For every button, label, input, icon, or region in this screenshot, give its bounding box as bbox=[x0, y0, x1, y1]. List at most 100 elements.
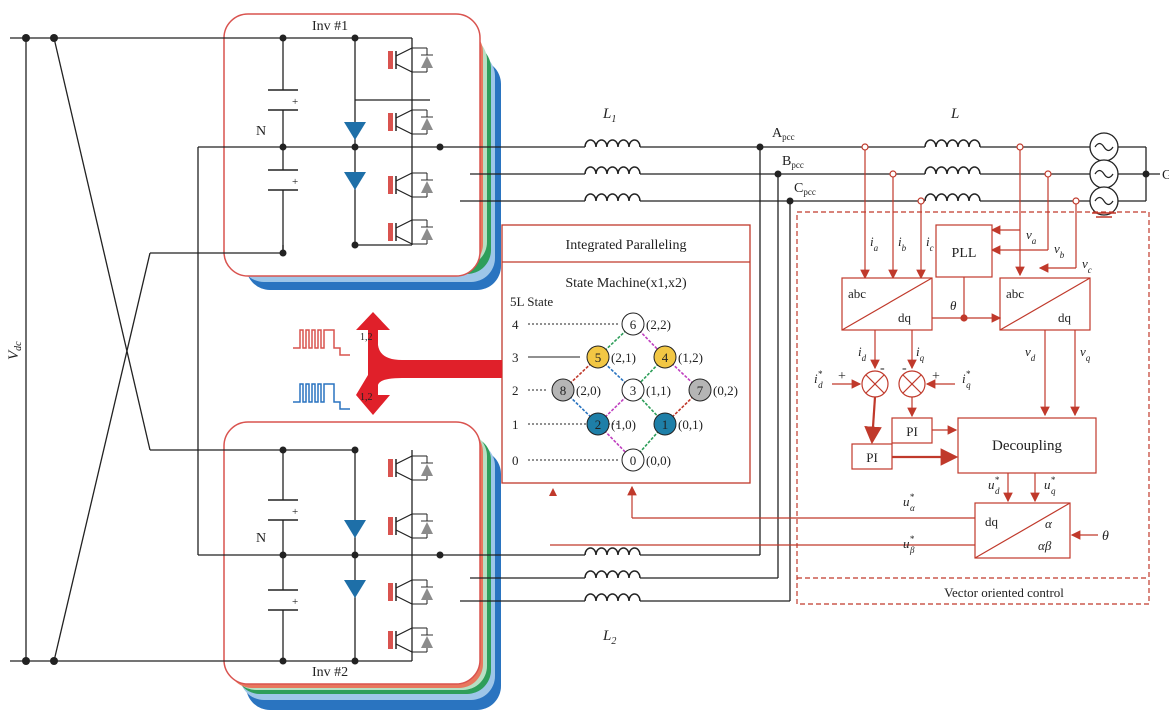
switch-icon bbox=[388, 109, 433, 135]
junction bbox=[279, 446, 287, 454]
level-label: 4 bbox=[512, 317, 519, 332]
junction bbox=[351, 34, 359, 42]
state-coordinate: (2,1) bbox=[611, 350, 636, 365]
junction bbox=[351, 446, 359, 454]
state-transition-edge bbox=[664, 356, 701, 391]
theta-label-2: θ bbox=[1102, 529, 1109, 544]
abc-label-1: abc bbox=[848, 286, 866, 301]
inductor-icon bbox=[584, 570, 641, 579]
inv1-label: Inv #1 bbox=[312, 19, 348, 34]
state-machine-title: State Machine(x1,x2) bbox=[565, 276, 687, 291]
state-coordinate: (2,0) bbox=[576, 383, 601, 398]
state-coordinate: (0,1) bbox=[678, 417, 703, 432]
junction bbox=[50, 657, 58, 665]
switch-icon bbox=[388, 513, 433, 539]
state-number: 6 bbox=[630, 317, 637, 332]
state-coordinate: (0,0) bbox=[646, 453, 671, 468]
ualpha-ref-label: u*α bbox=[903, 492, 915, 513]
marker-triangle-icon bbox=[549, 488, 557, 496]
ib-label: ib bbox=[898, 234, 907, 253]
inverter-2-stack bbox=[223, 421, 501, 710]
junction bbox=[279, 34, 287, 42]
switch-icon bbox=[388, 172, 433, 198]
state-node: 6(2,2) bbox=[621, 312, 671, 336]
state-node: 3(1,1) bbox=[621, 378, 671, 402]
state-transition-edge bbox=[632, 423, 666, 461]
state-node: 2(1,0) bbox=[586, 412, 636, 436]
state-number: 2 bbox=[595, 417, 602, 432]
state-graph: 4 3 2 1 0 6(2,2) 5 (2,1) 4 (1,2) 8(2,0) 3(1,1) 7(0,2… bbox=[512, 312, 738, 472]
plus-sign-q: + bbox=[932, 369, 940, 384]
iq-ref-label: i*q bbox=[962, 369, 971, 390]
state-coordinate: (0,2) bbox=[713, 383, 738, 398]
cap-plus: + bbox=[292, 176, 298, 188]
id-ref-label: i*d bbox=[814, 369, 823, 390]
state-node: 8(2,0) bbox=[551, 378, 601, 402]
neutral-label-1: N bbox=[256, 124, 266, 139]
vd-label: vd bbox=[1025, 344, 1036, 363]
pi-label-d: PI bbox=[866, 450, 878, 465]
modulation-arrow bbox=[356, 312, 502, 415]
level-header: 5L State bbox=[510, 294, 553, 309]
pwm-waveform-red bbox=[293, 329, 350, 356]
switches-inverter-1 bbox=[388, 47, 433, 245]
state-transition-edge bbox=[597, 356, 634, 391]
junction bbox=[22, 34, 30, 42]
cap-plus: + bbox=[292, 506, 298, 518]
signal-label-bottom: 1,2 bbox=[360, 392, 373, 403]
pi-block-q bbox=[891, 417, 933, 444]
capacitors bbox=[268, 89, 298, 611]
ubeta-ref-label: u*β bbox=[903, 534, 915, 555]
pcc-a-label: Apcc bbox=[772, 126, 795, 142]
inductor-icon bbox=[584, 593, 641, 602]
grid-label: G bbox=[1162, 168, 1169, 183]
state-node: 1(0,1) bbox=[653, 412, 703, 436]
switch-icon bbox=[388, 627, 433, 653]
diode-icon bbox=[344, 172, 366, 190]
neutral-label-2: N bbox=[256, 531, 266, 546]
level-label: 1 bbox=[512, 417, 519, 432]
decoupling-block bbox=[957, 417, 1097, 474]
junction bbox=[50, 34, 58, 42]
junction bbox=[351, 241, 359, 249]
inductor-icon bbox=[924, 193, 981, 202]
junction bbox=[351, 143, 359, 151]
inductor-icon bbox=[584, 193, 641, 202]
labels: Inv #1 Inv #2 N N + + + + Vdc L1 L2 L Ap… bbox=[6, 19, 1169, 680]
junction bbox=[351, 551, 359, 559]
state-number: 3 bbox=[630, 383, 637, 398]
theta-label-1: θ bbox=[950, 298, 957, 313]
alpha-label: α bbox=[1045, 516, 1053, 531]
vector-control-title: Vector oriented control bbox=[944, 585, 1064, 600]
decoupling-label: Decoupling bbox=[992, 438, 1062, 454]
plus-sign-d: + bbox=[838, 369, 846, 384]
cap-plus: + bbox=[292, 596, 298, 608]
pwm-waveforms bbox=[293, 329, 350, 410]
integrated-title: Integrated Paralleling bbox=[566, 238, 687, 253]
state-node: 7(0,2) bbox=[688, 378, 738, 402]
state-transition-edge bbox=[562, 356, 599, 391]
diode-icon bbox=[344, 580, 366, 598]
dq-label-2: dq bbox=[1058, 310, 1072, 325]
level-label: 0 bbox=[512, 453, 519, 468]
pll-label: PLL bbox=[952, 246, 977, 261]
vq-label: vq bbox=[1080, 344, 1091, 363]
clamp-diodes bbox=[344, 122, 366, 598]
diode-icon bbox=[344, 122, 366, 140]
junction bbox=[22, 657, 30, 665]
vdc-label: Vdc bbox=[6, 341, 24, 360]
dq-label-3: dq bbox=[985, 514, 999, 529]
iq-label: iq bbox=[916, 344, 925, 363]
state-number: 4 bbox=[662, 350, 669, 365]
junction bbox=[279, 551, 287, 559]
state-number: 5 bbox=[595, 350, 602, 365]
va-label: va bbox=[1026, 227, 1037, 246]
signal-label-top: 1,2 bbox=[360, 332, 373, 343]
state-coordinate: (1,2) bbox=[678, 350, 703, 365]
l1-label: L1 bbox=[602, 106, 616, 125]
dc-bus-wires bbox=[10, 37, 440, 662]
vector-control-frame bbox=[796, 211, 1150, 605]
junction bbox=[279, 143, 287, 151]
